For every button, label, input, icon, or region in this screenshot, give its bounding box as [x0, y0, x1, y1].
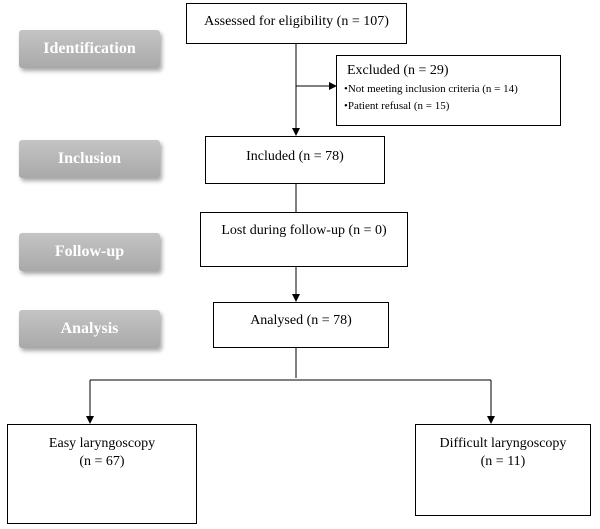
- stage-analysis: Analysis: [19, 310, 160, 348]
- stage-inclusion: Inclusion: [19, 140, 160, 178]
- stage-analysis-label: Analysis: [60, 320, 119, 337]
- included-box: Included (n = 78): [205, 136, 385, 184]
- difficult-laryngoscopy-box: Difficult laryngoscopy (n = 11): [415, 424, 591, 516]
- lost-followup-text: Lost during follow-up (n = 0): [221, 223, 387, 238]
- stage-inclusion-label: Inclusion: [57, 150, 122, 167]
- easy-laryngoscopy-box: Easy laryngoscopy (n = 67): [7, 424, 197, 524]
- stage-identification: Identification: [19, 30, 160, 68]
- analysed-text: Analysed (n = 78): [250, 313, 352, 328]
- assessed-text: Assessed for eligibility (n = 107): [204, 14, 389, 29]
- excluded-title: Excluded (n = 29): [347, 63, 449, 78]
- easy-laryngoscopy-label: Easy laryngoscopy: [48, 436, 156, 451]
- assessed-box: Assessed for eligibility (n = 107): [186, 3, 407, 44]
- lost-followup-box: Lost during follow-up (n = 0): [200, 212, 408, 267]
- excluded-box: Excluded (n = 29) •Not meeting inclusion…: [336, 55, 561, 126]
- stage-identification-label: Identification: [43, 40, 136, 57]
- stage-followup: Follow-up: [19, 233, 160, 271]
- stage-followup-label: Follow-up: [54, 243, 125, 260]
- difficult-laryngoscopy-label: Difficult laryngoscopy: [439, 436, 567, 451]
- analysed-box: Analysed (n = 78): [213, 302, 389, 348]
- excluded-reason-item: •Patient refusal (n = 15): [344, 100, 450, 112]
- excluded-reason-item: •Not meeting inclusion criteria (n = 14): [344, 83, 518, 95]
- included-text: Included (n = 78): [246, 149, 344, 164]
- easy-laryngoscopy-count: (n = 67): [79, 454, 125, 469]
- difficult-laryngoscopy-count: (n = 11): [480, 454, 526, 469]
